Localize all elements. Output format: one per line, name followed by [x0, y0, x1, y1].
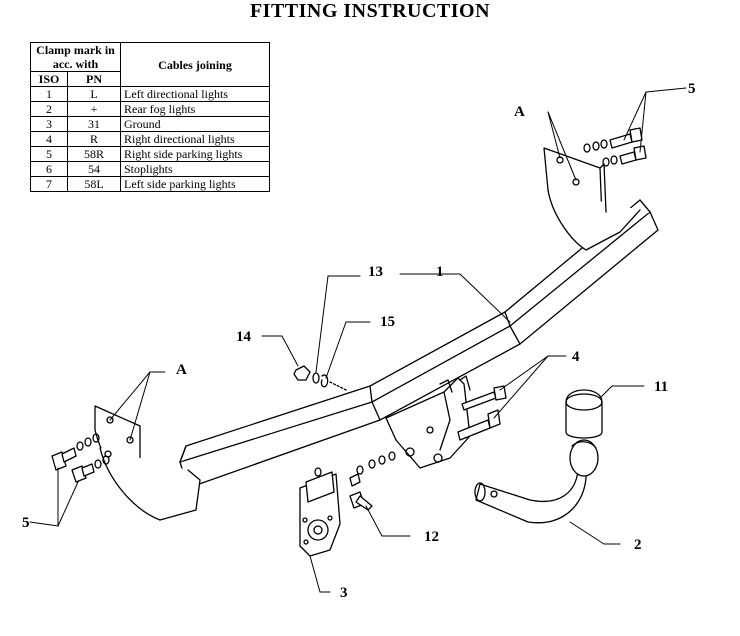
- callout-2: 2: [634, 537, 642, 553]
- cable-desc-cell: Left side parking lights: [120, 176, 270, 192]
- callout-5-right: 5: [688, 81, 696, 97]
- center-bolts: [457, 385, 507, 441]
- callout-3: 3: [340, 585, 348, 601]
- table-row: 5 58R Right side parking lights: [30, 146, 270, 162]
- leader-lines: [29, 87, 687, 593]
- crossbar: [179, 199, 659, 489]
- left-bolts: [51, 433, 110, 483]
- callout-5-left: 5: [22, 515, 30, 531]
- callout-15: 15: [380, 314, 395, 330]
- callout-12: 12: [424, 529, 439, 545]
- header-clamp-mark: Clamp mark in acc. with: [30, 42, 121, 72]
- nut-and-washers: [293, 365, 347, 391]
- socket-bolt: [349, 491, 373, 511]
- callout-4: 4: [572, 349, 580, 365]
- left-side-bracket: [94, 405, 201, 521]
- right-bolts: [583, 127, 647, 167]
- callout-1: 1: [436, 264, 444, 280]
- socket-plate: [299, 471, 341, 557]
- callout-a-left: A: [176, 362, 187, 378]
- tow-ball-neck: [474, 439, 599, 524]
- cable-desc-cell: Rear fog lights: [120, 101, 270, 117]
- callout-11: 11: [654, 379, 668, 395]
- iso-cell: 7: [30, 176, 68, 192]
- page-title: FITTING INSTRUCTION: [249, 0, 491, 22]
- ball-cap: [565, 389, 603, 439]
- table-row: 7 58L Left side parking lights: [30, 176, 270, 192]
- header-pn: PN: [67, 71, 121, 87]
- callout-13: 13: [368, 264, 383, 280]
- table-row: 6 54 Stoplights: [30, 161, 270, 177]
- table-row: 2 + Rear fog lights: [30, 101, 270, 117]
- center-mount: [385, 375, 471, 469]
- right-side-bracket: [543, 147, 641, 251]
- cable-desc-cell: Right side parking lights: [120, 146, 270, 162]
- center-washers: [314, 451, 396, 487]
- cable-desc-cell: Right directional lights: [120, 131, 270, 147]
- table-row: 4 R Right directional lights: [30, 131, 270, 147]
- callout-labels: 1 2 3 4 5 5 11 12 13 14 15 A A: [22, 81, 696, 601]
- callout-a-right: A: [514, 104, 525, 120]
- callout-14: 14: [236, 329, 252, 345]
- cables-joining-table: Clamp mark in acc. with Cables joining I…: [30, 42, 270, 192]
- pn-cell: 58R: [67, 146, 121, 162]
